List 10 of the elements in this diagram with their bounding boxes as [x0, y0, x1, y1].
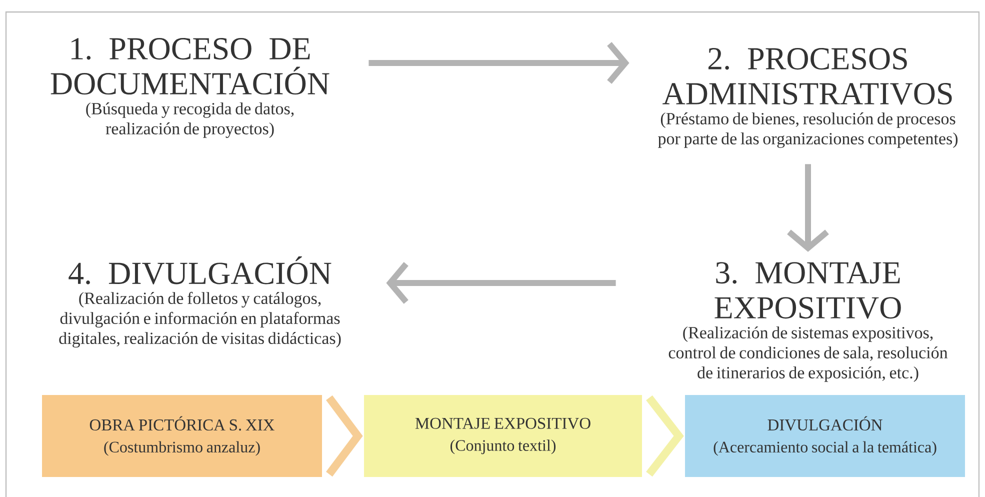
- arrow: [386, 262, 616, 304]
- step-heading: 1. PROCESO DE DOCUMENTACIÓN (Búsqueda y recogida de datos, realización de proyectos): [50, 38, 330, 138]
- stage-box: OBRA PICTÓRICA S. XIX (Costumbrismo anzaluz): [42, 394, 322, 477]
- step-heading: 4. DIVULGACIÓN (Realización de folletos y catálogos, divulgación e información en plataformas digitales, realización de visitas didácticas): [59, 256, 341, 348]
- stage-box: DIVULGACIÓN (Acercamiento social a la temática): [685, 394, 965, 477]
- step-heading: 2. PROCESOS ADMINISTRATIVOS (Préstamo de bienes, resolución de procesos por parte de las organizaciones competentes): [658, 48, 958, 148]
- stage-box: MONTAJE EXPOSITIVO (Conjunto textil): [364, 394, 642, 477]
- arrow: [787, 164, 829, 252]
- arrow: [368, 42, 630, 84]
- step-heading: 3. MONTAJE EXPOSITIVO (Realización de sistemas expositivos, control de condiciones de sala, resolución de itinerarios de exposición, etc.): [668, 262, 948, 382]
